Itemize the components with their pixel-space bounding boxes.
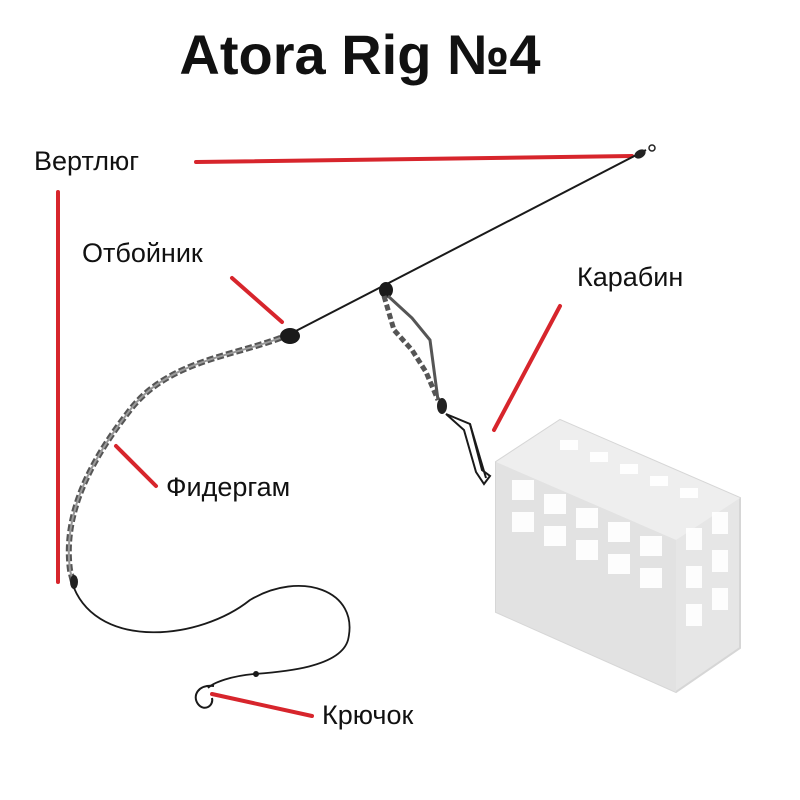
- main-line: [289, 149, 647, 335]
- feeder-swivel: [437, 398, 447, 414]
- hook: [194, 684, 215, 709]
- snap-label: Карабин: [577, 262, 684, 292]
- bumper-bead: [280, 328, 300, 344]
- feedergum-pointer-line: [114, 444, 158, 488]
- page-title: Atora Rig №4: [179, 23, 541, 86]
- hook-pointer-line: [210, 692, 314, 718]
- cage-feeder: [495, 418, 741, 694]
- top-swivel: [634, 144, 656, 159]
- hooklink: [73, 585, 351, 689]
- hook-label: Крючок: [322, 700, 414, 730]
- swivel-pointer-line: [194, 154, 634, 164]
- snap-clip: [445, 413, 492, 486]
- bumper-label: Отбойник: [82, 238, 203, 268]
- snap-pointer-line: [492, 304, 562, 432]
- feeder-leg-braid: [381, 295, 441, 401]
- pointer-lines: [56, 154, 634, 718]
- feeder-bead: [379, 282, 393, 298]
- hair-bead: [253, 671, 259, 677]
- bumper-pointer-line: [230, 276, 284, 324]
- feedergum-label: Фидергам: [166, 472, 291, 502]
- lower-swivel: [70, 575, 78, 589]
- swivel-label: Вертлюг: [34, 146, 140, 176]
